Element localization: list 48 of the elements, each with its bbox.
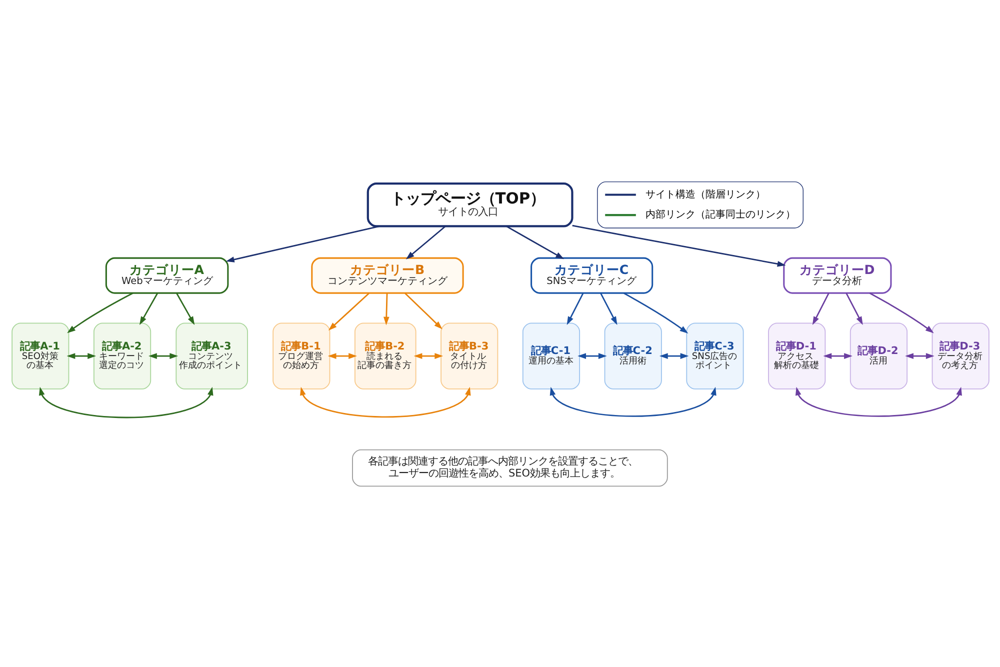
arrow bbox=[225, 225, 380, 262]
node-box: 記事B-1 ブログ運営の始め方 bbox=[272, 322, 330, 389]
arrow bbox=[382, 292, 389, 325]
node-box: 各記事は関連する他の記事へ内部リンクを設置することで、ユーザーの回遊性を高め、SEO効果も向上します。 bbox=[352, 448, 668, 486]
node-box: 記事C-1 運用の基本 bbox=[522, 322, 580, 389]
arrow bbox=[549, 386, 716, 416]
node-box: 記事D-2 活用 bbox=[849, 322, 908, 389]
arrow bbox=[328, 292, 369, 330]
arrow bbox=[148, 352, 178, 358]
arrow bbox=[566, 292, 584, 324]
node-box: 記事A-3 コンテンツ作成のポイント bbox=[175, 322, 248, 389]
node-box: カテゴリーA Webマーケティング bbox=[104, 256, 228, 294]
node-box: 記事B-3 タイトルの付け方 bbox=[440, 322, 498, 389]
arrow bbox=[658, 352, 688, 358]
arrow bbox=[66, 292, 133, 333]
arrow bbox=[413, 352, 443, 358]
arrow bbox=[577, 352, 606, 358]
arrow bbox=[506, 225, 564, 259]
arrow bbox=[38, 386, 213, 418]
node-box: カテゴリーB コンテンツマーケティング bbox=[310, 256, 464, 294]
arrow bbox=[138, 292, 158, 324]
arrow bbox=[812, 292, 829, 324]
node-box: 記事C-2 活用術 bbox=[604, 322, 662, 389]
arrow bbox=[845, 292, 862, 324]
node-box: カテゴリーC SNSマーケティング bbox=[530, 256, 653, 294]
node-box: 記事B-2 読まれる記事の書き方 bbox=[354, 322, 416, 389]
arrow bbox=[405, 225, 446, 259]
node-box: トップページ（TOP） サイトの入口 bbox=[366, 182, 573, 227]
arrow bbox=[300, 386, 470, 418]
arrow bbox=[904, 352, 934, 358]
arrow bbox=[794, 386, 962, 416]
arrow bbox=[66, 352, 96, 358]
arrow bbox=[622, 292, 688, 334]
node-box: 記事A-1 SEO対策の基本 bbox=[11, 322, 69, 389]
arrow bbox=[404, 292, 442, 329]
arrow bbox=[868, 292, 934, 333]
legend-label: サイト構造（階層リンク） bbox=[645, 188, 766, 200]
arrow bbox=[572, 224, 786, 266]
node-box: 記事A-2 キーワード選定のコツ bbox=[92, 322, 151, 389]
node-box: 記事C-3 SNS広告のポイント bbox=[686, 322, 744, 389]
arrow bbox=[327, 352, 356, 358]
node-box: 記事D-3 データ分析の考え方 bbox=[931, 322, 989, 389]
node-box: 記事D-1 アクセス解析の基礎 bbox=[768, 322, 826, 389]
arrow bbox=[600, 292, 617, 324]
legend-label: 内部リンク（記事同士のリンク） bbox=[645, 209, 796, 220]
arrow bbox=[176, 292, 194, 324]
arrow bbox=[822, 352, 852, 358]
node-box: カテゴリーD データ分析 bbox=[782, 256, 892, 294]
